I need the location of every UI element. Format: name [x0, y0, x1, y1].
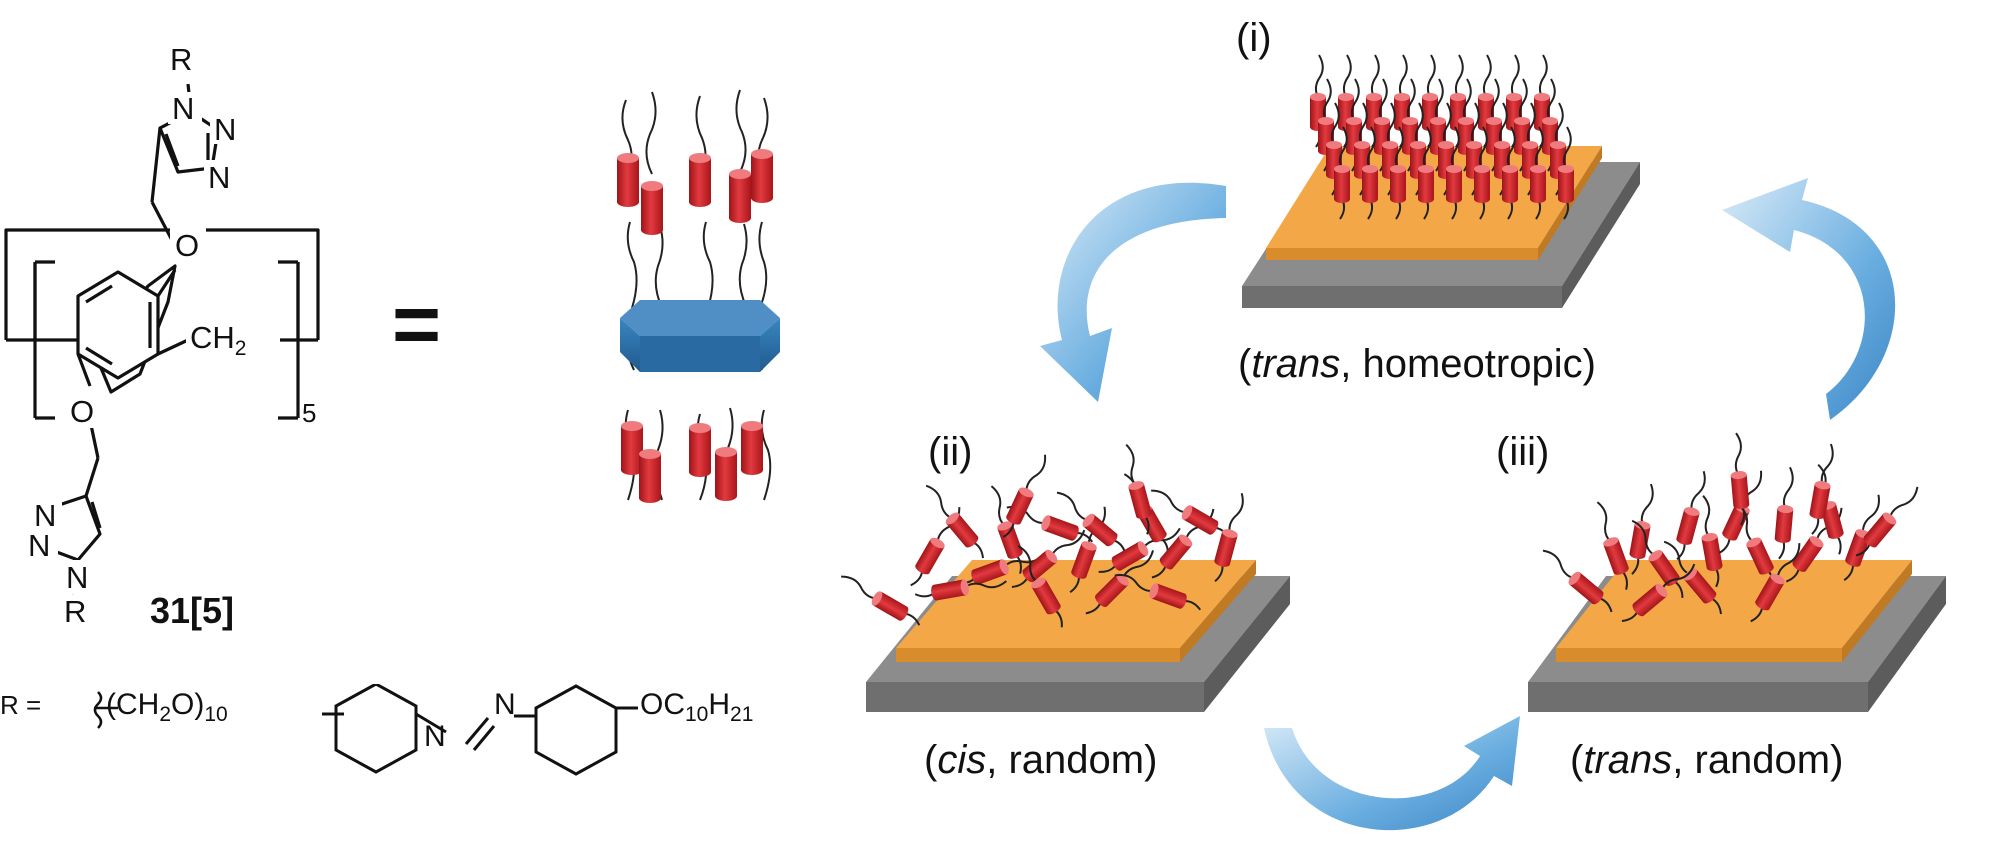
r-tail: OC10H21 [640, 688, 753, 727]
mesogen-ii-2 [925, 484, 984, 559]
numeral-i: (i) [1236, 16, 1272, 60]
mesogen-iii-16 [1730, 432, 1750, 526]
caption-iii-rest: , random) [1672, 738, 1844, 782]
mesogen-ii-17 [1114, 574, 1202, 611]
pillar-ring [620, 300, 780, 372]
bridge-ch2: CH2 [190, 320, 246, 361]
state-i-mesogens [1310, 54, 1574, 220]
tail-text: OC [640, 688, 685, 721]
n3-bottom: N [66, 560, 89, 595]
mesogen-i-31 [1446, 126, 1462, 220]
oxygen-top: O [175, 228, 200, 263]
chain-count: 10 [204, 703, 228, 726]
mesogen-ii-14 [914, 578, 1007, 602]
arrow-i-to-ii [1040, 182, 1226, 402]
mesogen-ii-5 [1011, 529, 1086, 588]
r-label-top: R [170, 42, 193, 77]
numeral-ii: (ii) [928, 430, 973, 474]
caption-iii: (trans, random) [1570, 738, 1843, 783]
pillar-upper-mesogens [617, 149, 773, 235]
azo-n2: N [494, 688, 516, 721]
n2-top: N [214, 112, 237, 147]
state-ii-mesogens [841, 443, 1244, 628]
tail-text2: H [708, 688, 731, 721]
caption-ii-rest: , random) [986, 738, 1158, 782]
n1-top: N [172, 91, 195, 126]
mesogen-iii-12 [1855, 486, 1919, 557]
mesogen-ii-16 [1085, 550, 1154, 615]
mesogen-ii-19 [1125, 443, 1153, 535]
mesogen-i-28 [1362, 126, 1378, 220]
r-chain: (CH2O)10 [106, 688, 228, 727]
bridge-text: CH [190, 320, 235, 355]
chain-text2: O) [171, 688, 205, 721]
mesogen-ii-15 [1017, 545, 1063, 628]
mesogen-ii-0 [841, 575, 921, 626]
tail-sub2: 21 [730, 703, 754, 726]
equals-sign: = [392, 277, 442, 371]
mesogen-ii-18 [1002, 454, 1047, 538]
tail-sub1: 10 [685, 703, 709, 726]
azo-n1: N [424, 720, 446, 753]
mesogen-i-35 [1558, 126, 1574, 220]
caption-ii: (cis, random) [924, 738, 1157, 783]
pillar-lower-mesogens [621, 421, 763, 503]
state-iii-film [1528, 560, 1946, 712]
mesogen-i-32 [1474, 126, 1490, 220]
mesogen-i-30 [1418, 126, 1434, 220]
caption-ii-open: ( [924, 738, 938, 782]
r-prefix: R = [0, 690, 42, 720]
repeat-subscript: 5 [302, 398, 317, 428]
mesogen-iii-3 [1631, 519, 1684, 598]
oxygen-bottom: O [70, 394, 95, 429]
compound-label: 31[5] [150, 590, 235, 631]
mesogen-i-33 [1502, 126, 1518, 220]
bridge-subscript: 2 [234, 337, 247, 360]
mesogen-iii-8 [1774, 466, 1794, 560]
caption-iii-open: ( [1570, 738, 1584, 782]
caption-i-italic: trans [1251, 342, 1341, 386]
n1-bottom: N [34, 498, 57, 533]
mesogen-i-34 [1530, 126, 1546, 220]
arrow-iii-to-i [1722, 178, 1896, 420]
r-label-bottom: R [64, 594, 87, 629]
r-group-definition: R = (CH2O)10 N N OC10H21 [0, 680, 800, 780]
cycle-arrows [1040, 178, 1896, 831]
mesogen-ii-4 [990, 485, 1025, 574]
r-group-drawing [93, 684, 638, 776]
structure-labels [26, 92, 280, 594]
mesogen-iii-13 [1663, 540, 1722, 615]
mesogen-i-29 [1390, 126, 1406, 220]
n3-top: N [208, 160, 231, 195]
caption-ii-italic: cis [937, 738, 987, 782]
chain-sub: 2 [159, 703, 172, 726]
caption-i: (trans, homeotropic) [1238, 342, 1596, 387]
mesogen-iii-15 [1621, 563, 1696, 622]
mesogen-iii-0 [1542, 549, 1613, 613]
pillar-cartoon [617, 89, 780, 503]
mesogen-iii-17 [1808, 443, 1834, 535]
caption-iii-italic: trans [1583, 738, 1673, 782]
mesogen-i-27 [1334, 126, 1350, 220]
arrow-ii-to-iii [1264, 716, 1520, 831]
mesogen-ii-13 [1213, 492, 1244, 583]
mesogen-iii-1 [1596, 501, 1631, 590]
caption-i-rest: , homeotropic) [1340, 342, 1596, 386]
caption-i-open: ( [1238, 342, 1252, 386]
mesogen-iii-11 [1843, 494, 1880, 582]
numeral-iii: (iii) [1496, 430, 1550, 474]
mesogen-iii-2 [1628, 483, 1654, 575]
mesogen-iii-14 [1750, 543, 1801, 623]
mesogen-iii-5 [1700, 495, 1724, 588]
state-iii-mesogens [1542, 432, 1919, 623]
n2-bottom: N [28, 528, 51, 563]
chain-text: (CH [106, 688, 160, 721]
